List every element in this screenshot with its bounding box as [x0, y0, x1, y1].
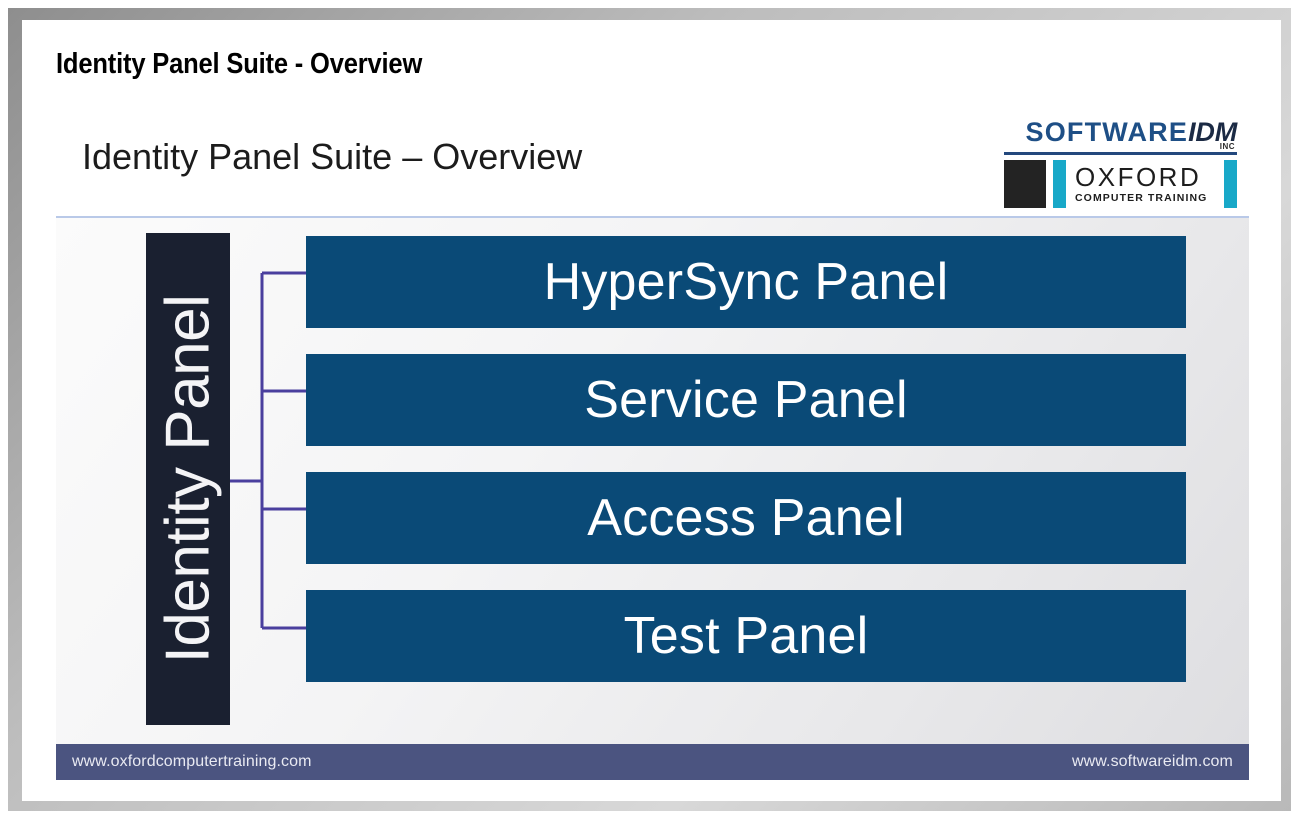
softwareidm-logo-word-software: SOFTWARE	[1025, 117, 1189, 147]
softwareidm-logo: SOFTWAREIDM INC	[1004, 117, 1237, 155]
oxford-logo-name: OXFORD	[1075, 162, 1202, 193]
oxford-logo-gap	[1046, 160, 1053, 208]
slide-footer: www.oxfordcomputertraining.com www.softw…	[56, 744, 1249, 780]
header-divider	[56, 216, 1249, 218]
diagram-connector-lines	[230, 271, 309, 630]
diagram-panel-list: HyperSync Panel Service Panel Access Pan…	[306, 218, 1249, 744]
softwareidm-logo-inc: INC	[1219, 142, 1235, 151]
oxford-logo: OXFORD COMPUTER TRAINING	[1004, 160, 1237, 208]
oxford-logo-cyan-bar-left	[1053, 160, 1066, 208]
diagram-panel-test[interactable]: Test Panel	[306, 590, 1186, 682]
diagram-panel-label: HyperSync Panel	[543, 253, 949, 311]
diagram-panel-label: Test Panel	[623, 607, 869, 665]
slide-header: Identity Panel Suite – Overview SOFTWARE…	[56, 108, 1249, 218]
page-title: Identity Panel Suite - Overview	[56, 48, 423, 80]
diagram-panel-label: Service Panel	[584, 371, 908, 429]
oxford-logo-wordmark: OXFORD COMPUTER TRAINING	[1066, 160, 1218, 208]
softwareidm-logo-word-idm: IDM	[1188, 117, 1237, 147]
oxford-logo-tagline: COMPUTER TRAINING	[1075, 192, 1208, 205]
document-card: Identity Panel Suite - Overview Identity…	[22, 20, 1281, 801]
oxford-logo-black-square	[1004, 160, 1046, 208]
diagram-panel-access[interactable]: Access Panel	[306, 472, 1186, 564]
diagram-panel-hypersync[interactable]: HyperSync Panel	[306, 236, 1186, 328]
diagram-canvas: Identity Panel	[56, 218, 1249, 744]
footer-link-oxford[interactable]: www.oxfordcomputertraining.com	[72, 753, 312, 770]
footer-link-softwareidm[interactable]: www.softwareidm.com	[1071, 753, 1233, 770]
diagram-panel-label: Access Panel	[587, 489, 905, 547]
slide: Identity Panel Suite – Overview SOFTWARE…	[56, 108, 1249, 780]
diagram-panel-service[interactable]: Service Panel	[306, 354, 1186, 446]
slide-subtitle: Identity Panel Suite – Overview	[82, 136, 583, 177]
oxford-logo-cyan-bar-right	[1224, 160, 1237, 208]
diagram-root-node[interactable]: Identity Panel	[146, 233, 230, 725]
logo-block: SOFTWAREIDM INC OXFORD COMPUTER TRAINING	[1004, 117, 1237, 208]
